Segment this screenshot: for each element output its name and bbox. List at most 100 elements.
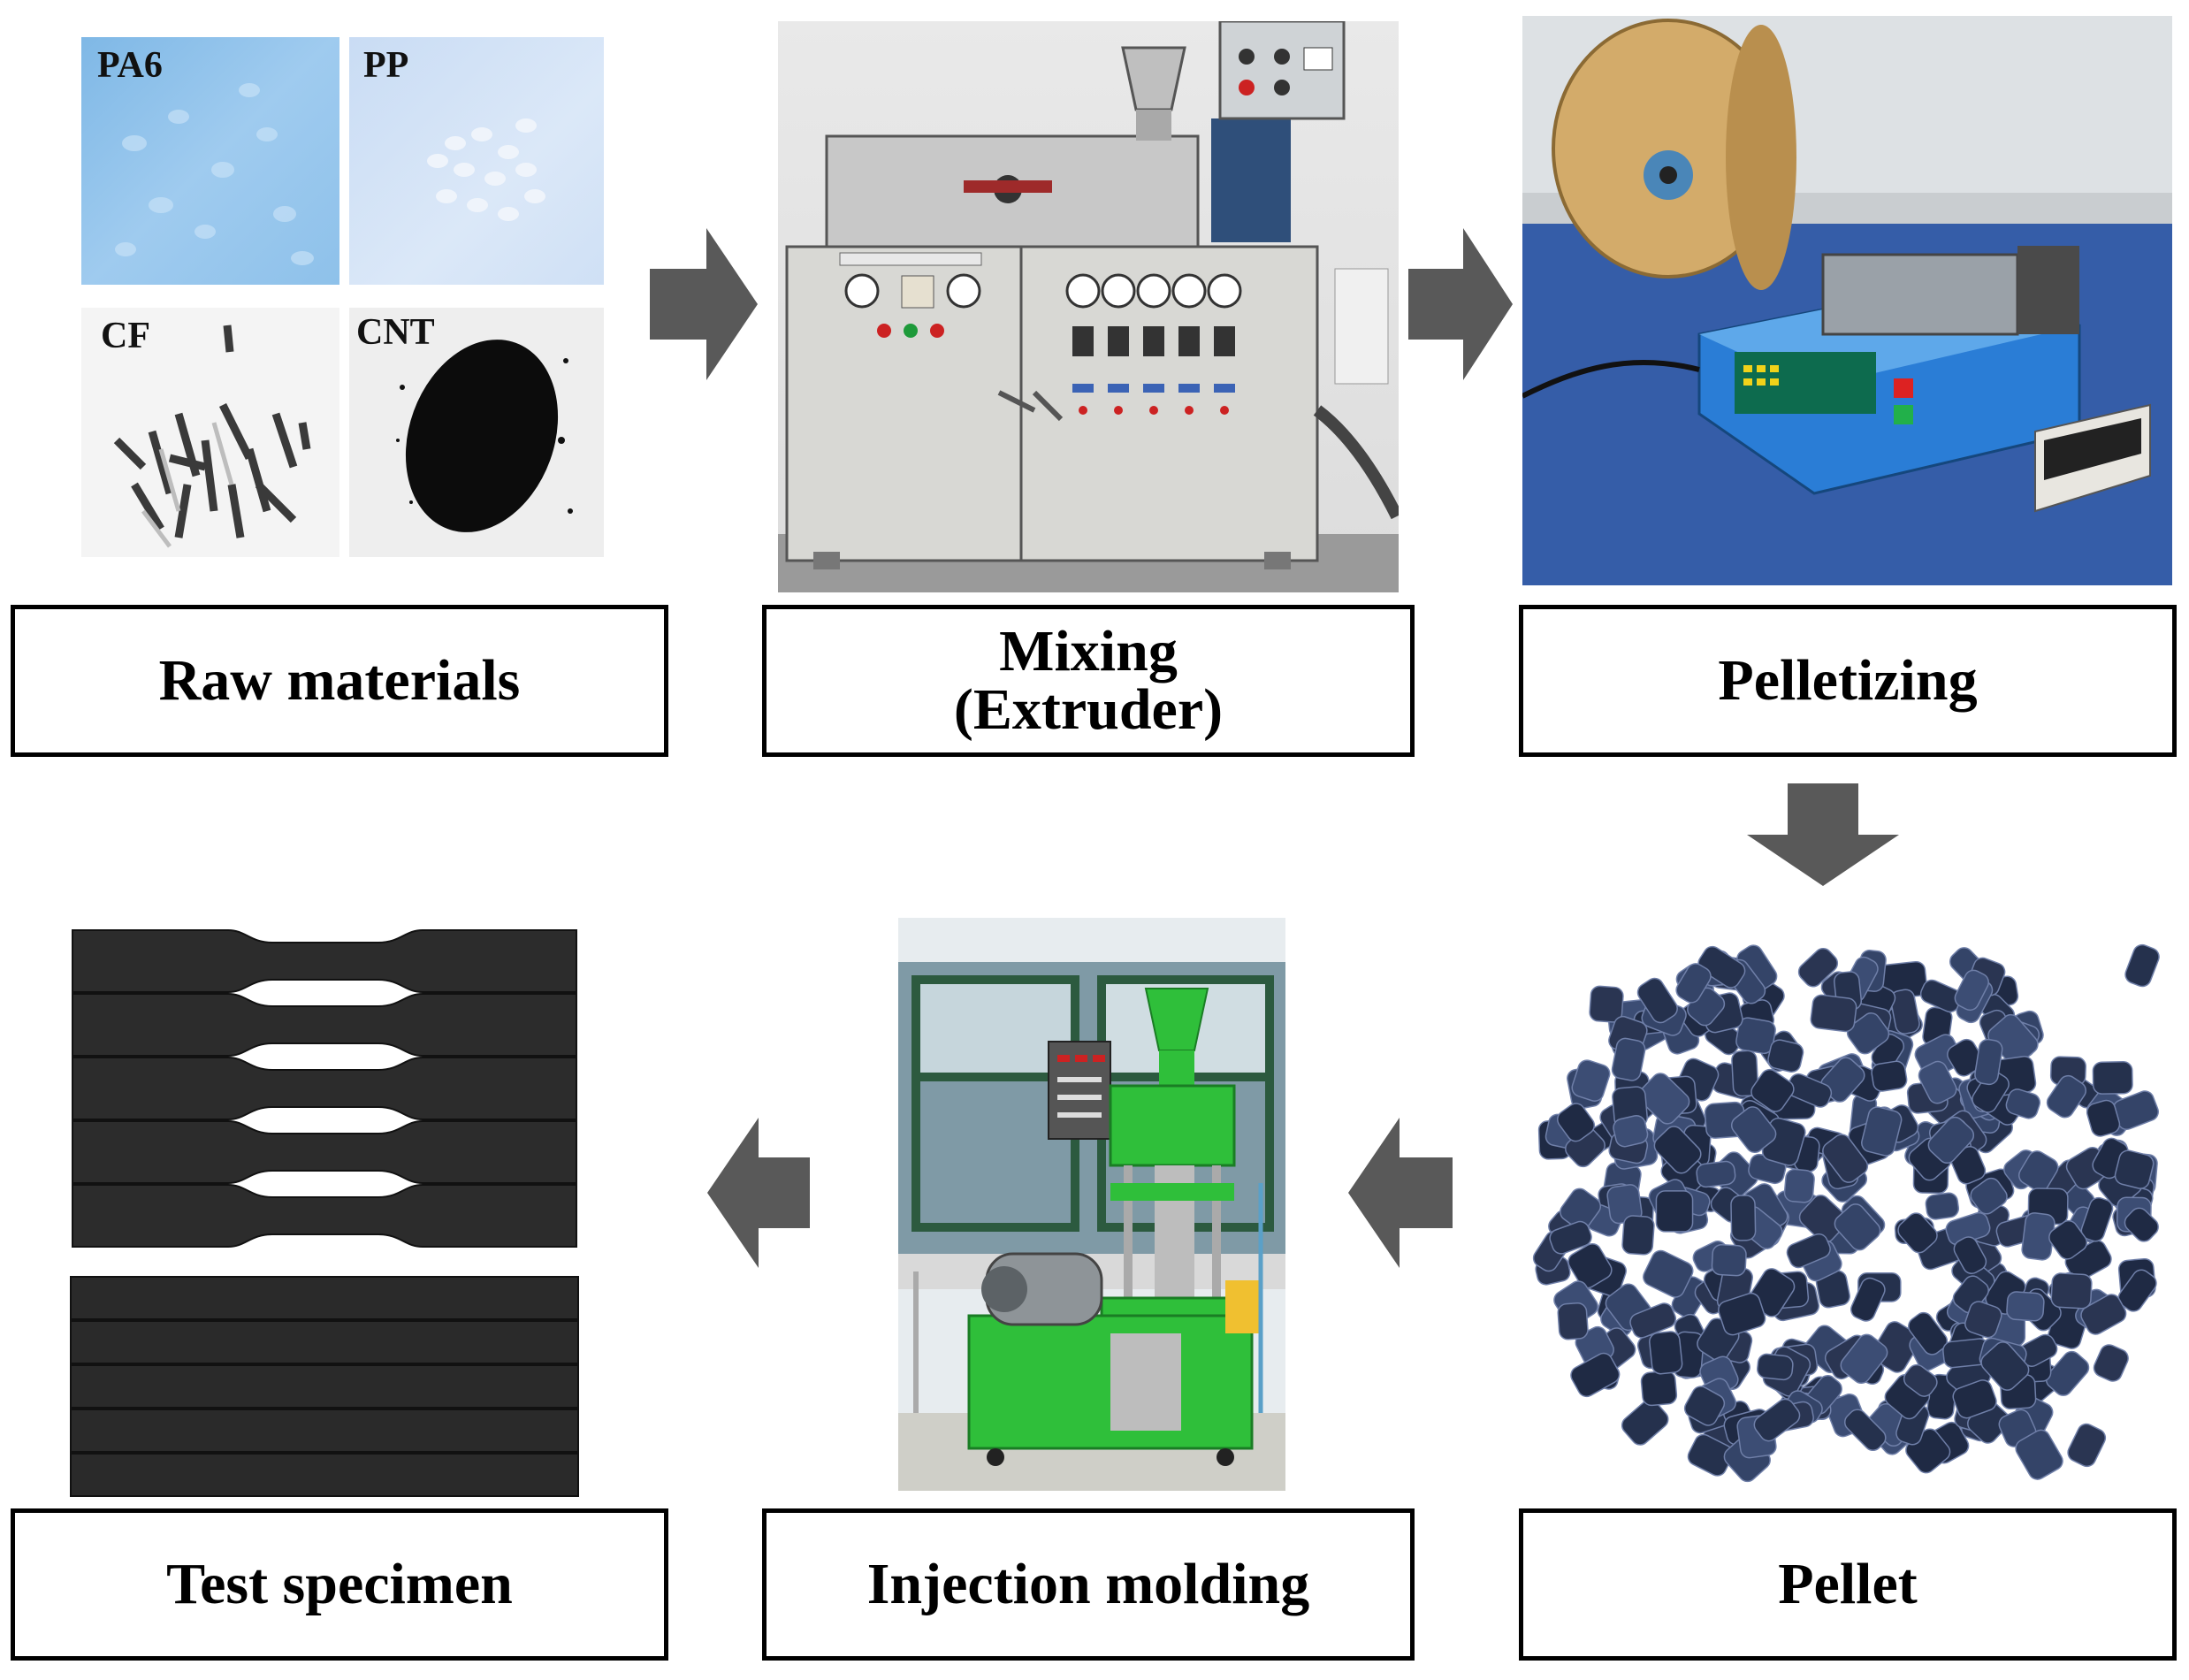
pellet-granule [2124,943,2160,988]
pellet-granule [1927,1116,1975,1165]
pellet-granule [1952,1379,1997,1419]
arrow-down-icon [1747,783,1899,886]
tile-label-cf: CF [101,316,150,356]
raw-material-pa6-image: PA6 [81,37,339,285]
pellet-granule [1964,1301,2002,1339]
pellet-granule [2015,1429,2063,1480]
raw-material-cnt-image: CNT [349,308,604,557]
pellet-granule [1980,1341,2030,1391]
pellet-granule [1850,1277,1886,1322]
pellet-granule [2046,1074,2087,1119]
tile-label-pp: PP [363,45,409,86]
pellet-granule [1567,1242,1613,1289]
pellet-granule [1750,1068,1795,1112]
pellet-granule [2124,1207,2159,1242]
pellet-granule [1549,1220,1592,1255]
pelletizer-image [1522,16,2172,585]
step-pellet: Pellet [1519,1508,2177,1661]
test-specimen-image [69,928,580,1500]
pellet-granule [1840,1333,1888,1385]
arrow-left-icon [1348,1118,1453,1268]
pellet-granule [2080,1196,2114,1242]
step-injection-molding-label: Injection molding [866,1552,1310,1616]
pellet-granule [1918,1060,1957,1104]
pellet-granule [1655,1190,1694,1233]
pellet-granule [2080,1294,2127,1335]
pellet-granule [1783,1168,1815,1203]
pellet-granule [1683,1386,1726,1426]
pellet-granule [1613,1114,1649,1148]
arrow-left-icon [707,1118,810,1268]
pellet-granule [2086,1099,2121,1137]
step-pelletizing-label: Pelletizing [1718,648,1978,713]
pellet-granule [1697,945,1746,989]
pellet-granule [1589,985,1624,1023]
injection-molding-image [898,918,1285,1491]
step-raw-materials-label: Raw materials [158,648,521,713]
pellet-granule [1797,948,1839,988]
pellet-granule [2048,1219,2088,1260]
tile-label-pa6: PA6 [97,45,163,86]
step-mixing-label: Mixing [999,619,1178,683]
pellet-granule [1735,1017,1776,1055]
pellet-granule [2114,1149,2155,1189]
pellet-granule [1861,1106,1903,1157]
step-injection-molding: Injection molding [762,1508,1415,1661]
pellet-granule [2006,1291,2045,1322]
pellet-granule [2005,1088,2040,1119]
pellet-granule [1834,1203,1881,1251]
step-extruder-label: (Extruder) [953,677,1224,742]
pellet-granule [1925,1192,1960,1220]
pellet-granule [1637,1073,1690,1125]
pellet-granule [1953,1236,1987,1275]
pellet-granule [1843,1409,1887,1451]
pellet-granule [1636,977,1678,1024]
pellet-granule [1970,1177,2008,1215]
pellet-granule [1649,1331,1683,1375]
pellet-granule [1767,1039,1804,1073]
pellet-granule [1653,1126,1702,1174]
pellet-granule [2067,1423,2107,1468]
pellet-granule [1731,1050,1759,1097]
pellet-granule [1643,1249,1694,1298]
pellet-granule [1570,1352,1621,1398]
pellet-granule [1730,1106,1777,1153]
pellet-granule [1629,1302,1677,1339]
pellet-granule [1560,1187,1602,1231]
pellet-granule [1621,1215,1655,1256]
pellet-granule [1675,963,1712,1004]
pellet-granule [1954,969,1989,1012]
step-pellet-label: Pellet [1778,1552,1918,1616]
pellet-granule [1897,1212,1938,1254]
step-mixing-extruder: Mixing (Extruder) [762,605,1415,757]
pellet-granule [2050,1272,2093,1310]
pellet-image [1524,932,2172,1498]
pellet-granule [1730,1195,1757,1241]
pellet-granule [1846,1012,1890,1055]
raw-material-cf-image: CF [81,308,339,557]
pellet-granule [1889,989,1920,1035]
pellet-granule [1718,1292,1766,1336]
pellet-granule [1810,994,1857,1033]
tile-label-cnt: CNT [356,312,435,353]
pellet-granule [1822,1134,1869,1183]
pellet-granule [1798,1195,1848,1243]
pellet-granule [1611,1037,1646,1081]
pellet-granule [1903,1363,1938,1397]
pellet-granule [1947,1038,1984,1077]
pellet-granule [1753,1398,1801,1442]
pellet-granule [1696,1160,1736,1188]
pellet-granule [1640,1370,1678,1407]
pellet-granule [2093,1344,2129,1382]
pellet-granule [1908,1311,1949,1355]
arrow-right-icon [1408,228,1513,380]
pellet-granule [2092,1061,2133,1095]
pellet-granule [1557,1103,1596,1142]
pellet-granule [1711,1244,1747,1277]
pellet-granule [2117,1269,2157,1312]
pellet-granule [1621,1399,1669,1446]
step-raw-materials: Raw materials [11,605,668,757]
step-test-specimen-label: Test specimen [166,1552,513,1616]
pellet-granule [1974,1038,2003,1086]
pellet-granule [1757,1353,1794,1381]
